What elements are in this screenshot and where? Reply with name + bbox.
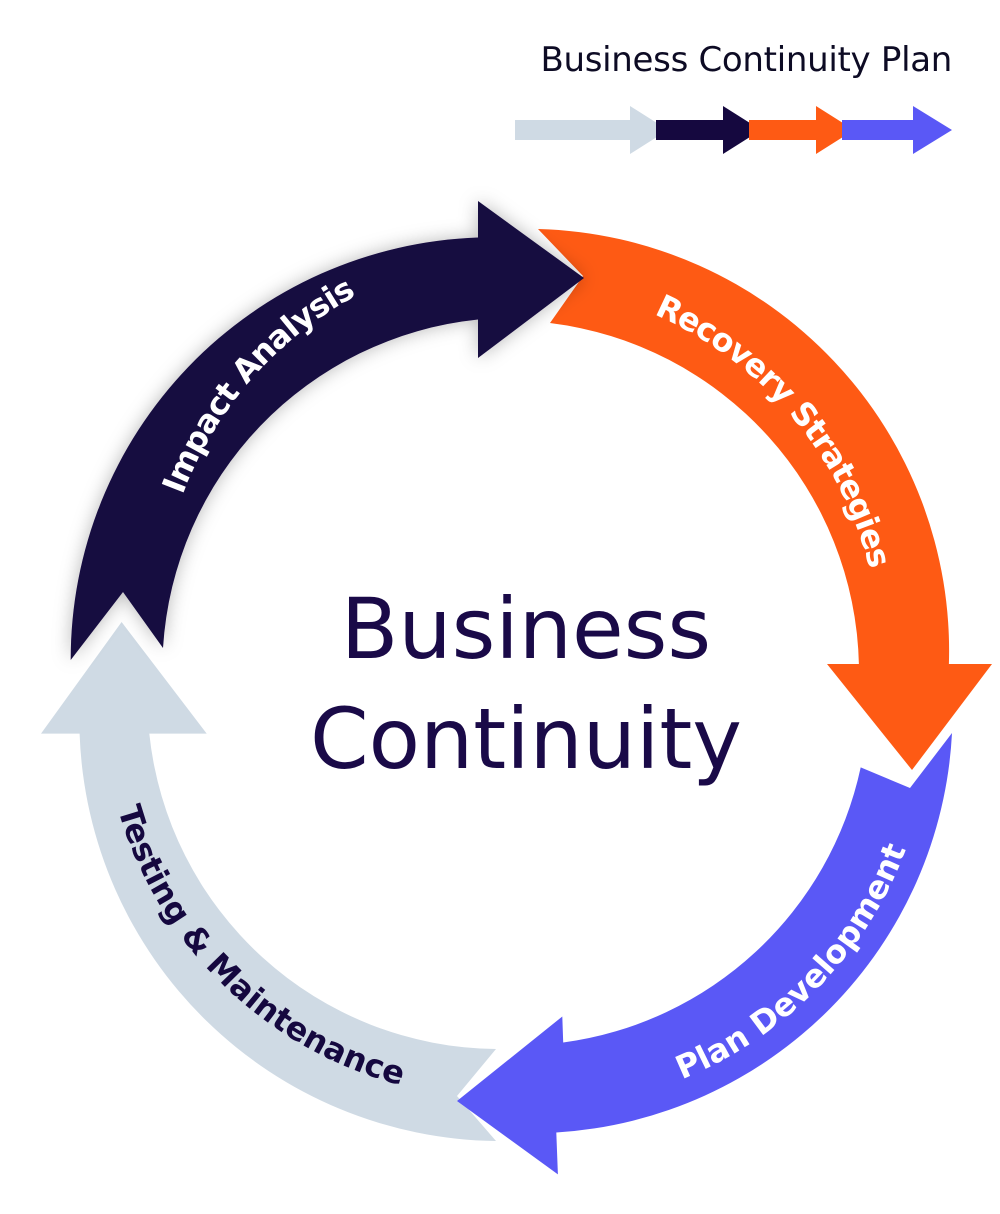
center-title-line-1: Business	[341, 580, 711, 678]
testing-maintenance-arrow	[41, 622, 496, 1141]
cycle-arrows	[41, 201, 992, 1175]
legend-arrow-testing	[515, 106, 668, 154]
legend-arrow-impact	[656, 106, 761, 154]
center-title-line-2: Continuity	[310, 690, 742, 788]
impact-analysis-arrow	[70, 201, 585, 660]
legend-arrow-plan	[842, 106, 952, 154]
legend-title: Business Continuity Plan	[540, 40, 952, 80]
legend-arrows	[515, 106, 952, 154]
legend-arrow-recovery	[749, 106, 854, 154]
plan-development-arrow	[457, 733, 952, 1175]
recovery-strategies-arrow	[538, 229, 992, 770]
